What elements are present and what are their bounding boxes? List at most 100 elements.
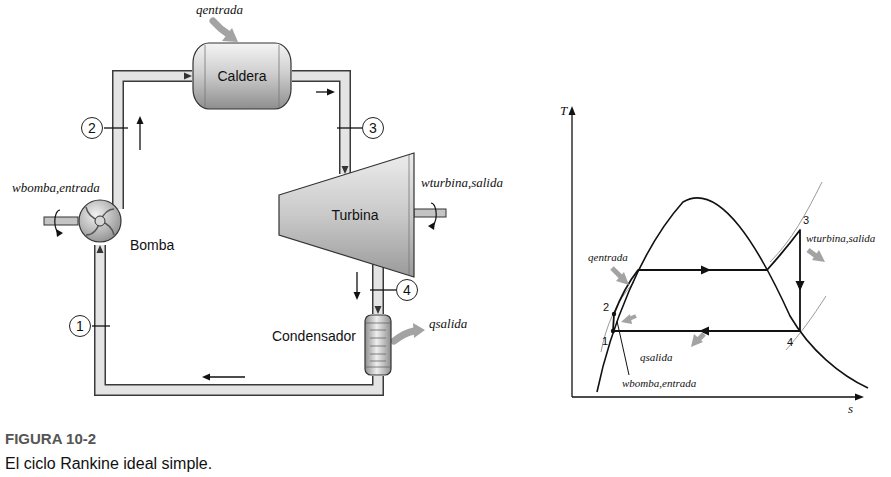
condenser-shape <box>366 323 390 324</box>
ts-energy-arrows <box>612 268 621 277</box>
pipe-fill <box>292 76 345 174</box>
condenser-shape <box>370 361 386 362</box>
work-label: wturbina,salida <box>421 176 503 191</box>
ts-axes <box>572 396 856 397</box>
ts-energy-arrows <box>616 272 629 285</box>
pump-shape <box>95 216 105 226</box>
turbine-shaft <box>428 222 435 230</box>
ts-energy-arrows <box>612 250 825 347</box>
condenser-shape <box>370 346 386 347</box>
pump-shape <box>79 200 121 242</box>
pump-shape <box>76 197 124 245</box>
pump-shaft <box>44 217 78 225</box>
state-number: 4 <box>787 336 793 349</box>
isobar-lines <box>601 182 826 352</box>
ts-energy-arrows <box>691 334 703 347</box>
flow-arrows <box>356 272 357 293</box>
arrow-head <box>97 245 104 253</box>
pipe-fill <box>118 76 192 209</box>
component-label: Condensador <box>272 328 356 344</box>
cycle-arrows <box>612 312 616 316</box>
flow-arrows <box>202 374 210 381</box>
turbine-body: Turbina <box>278 152 415 278</box>
state-ticks <box>104 127 128 128</box>
ts-axes <box>569 106 576 115</box>
state-number: 1 <box>602 335 608 348</box>
callout-number: 2 <box>81 117 103 139</box>
ts-energy-arrows <box>621 314 632 324</box>
heat-arrow-out <box>413 323 425 338</box>
heat-arrow-in <box>222 28 238 42</box>
condenser-shape <box>370 330 386 331</box>
state-ticks <box>92 325 110 326</box>
flow-arrows <box>354 292 361 300</box>
callout-number: 3 <box>362 117 384 139</box>
pipe-fill <box>100 245 378 390</box>
work-label: wbomba,entrada <box>622 377 696 390</box>
turbine-shaft <box>414 209 446 217</box>
heat-label: qentrada <box>196 3 243 18</box>
cycle-arrows <box>701 266 711 275</box>
ts-axes <box>569 106 865 401</box>
flow-arrows <box>327 89 335 96</box>
condenser-shape <box>370 354 386 355</box>
callout-number: 1 <box>69 315 91 337</box>
heat-arrow-out <box>394 331 414 341</box>
arrow-head <box>342 166 349 174</box>
component-label: Bomba <box>130 237 174 253</box>
ts-energy-arrows <box>808 250 816 256</box>
pump-symbol: Bomba <box>76 197 124 245</box>
pipe-connector <box>97 245 379 390</box>
heat-label: qsalida <box>429 317 467 332</box>
heat-arrow-in <box>213 21 228 34</box>
figure-caption: El ciclo Rankine ideal simple. <box>5 455 212 473</box>
flow-arrows <box>316 91 328 92</box>
cycle-arrows <box>611 266 805 336</box>
heat-label: qentrada <box>588 251 628 264</box>
axis-label: T <box>560 104 567 119</box>
work-label: wbomba,entrada <box>12 181 100 196</box>
state-ticks <box>370 289 396 290</box>
cycle-arrows <box>611 329 615 333</box>
heat-arrow-in <box>213 21 238 42</box>
turbine-shaft <box>431 203 436 226</box>
pipe-outline <box>100 245 378 390</box>
isobar-lines <box>786 296 826 350</box>
arrow-head <box>184 73 192 80</box>
arrow-head <box>375 306 382 314</box>
pipe-connector <box>118 73 192 210</box>
boiler-shape <box>205 45 206 107</box>
component-label: Turbina <box>332 207 379 223</box>
pipe-outline <box>118 76 192 209</box>
pump-shape <box>86 207 114 235</box>
state-ticks <box>337 127 362 128</box>
cycle-arrows <box>796 281 805 291</box>
state-number: 2 <box>603 301 609 314</box>
ts-energy-arrows <box>812 250 825 262</box>
flow-arrows <box>139 123 140 150</box>
axis-label: s <box>848 402 853 417</box>
turbine-shape <box>409 155 410 275</box>
condenser-shape <box>366 367 390 368</box>
work-label: wturbina,salida <box>806 232 875 245</box>
boiler-tank: Caldera <box>192 42 292 110</box>
heat-label: qsalida <box>640 351 672 364</box>
figure-number: FIGURA 10-2 <box>5 430 96 447</box>
isobar-lines <box>770 182 822 262</box>
boiler-shape <box>193 43 291 109</box>
condenser-shape <box>370 338 386 339</box>
flow-arrows <box>209 376 245 377</box>
pipe-connector <box>292 76 349 174</box>
boiler-shape <box>279 45 280 107</box>
saturation-dome <box>597 198 868 392</box>
condenser-shape <box>364 314 392 376</box>
ts-axes <box>855 394 864 401</box>
pump-shaft <box>56 229 63 237</box>
pump-shaft <box>55 210 60 233</box>
leader-line <box>617 321 629 375</box>
component-label: Caldera <box>217 68 266 84</box>
condenser-symbol: Condensador <box>364 314 392 376</box>
pipe-outline <box>292 76 345 174</box>
flow-arrows <box>137 116 144 124</box>
